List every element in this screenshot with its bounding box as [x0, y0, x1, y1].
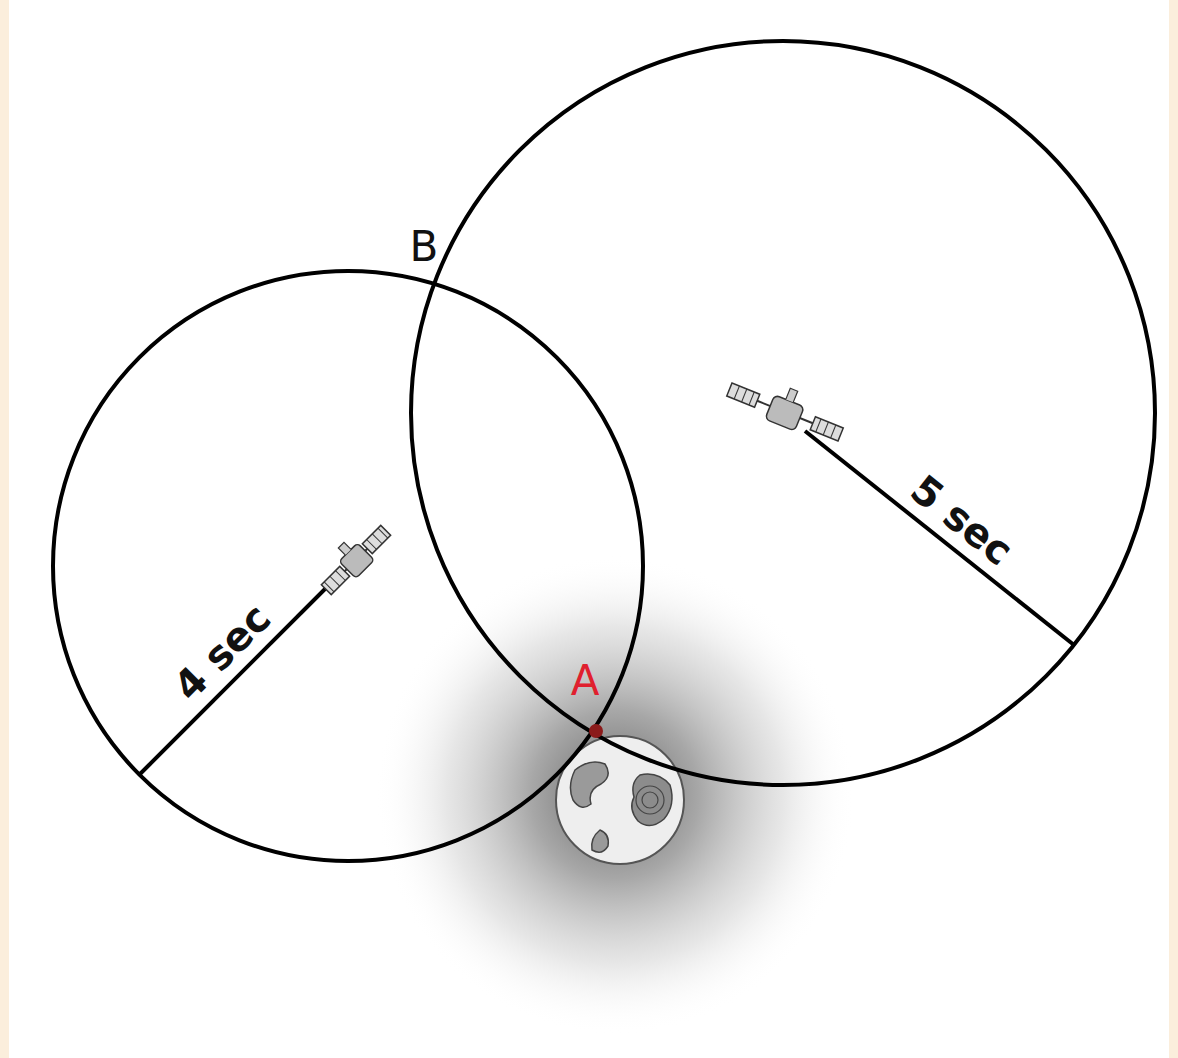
edge-strip — [0, 0, 9, 1058]
point-label: B — [410, 226, 439, 268]
radius-line — [139, 579, 335, 775]
range-circle — [53, 271, 643, 861]
radius-line — [805, 431, 1074, 645]
point-label: A — [571, 660, 600, 702]
satellite-icon — [724, 367, 849, 447]
edge-strip — [1169, 0, 1178, 1058]
range-circle — [411, 41, 1155, 785]
satellite-icon — [311, 515, 394, 598]
position-mark — [589, 724, 603, 738]
earth-glow — [375, 555, 855, 1035]
